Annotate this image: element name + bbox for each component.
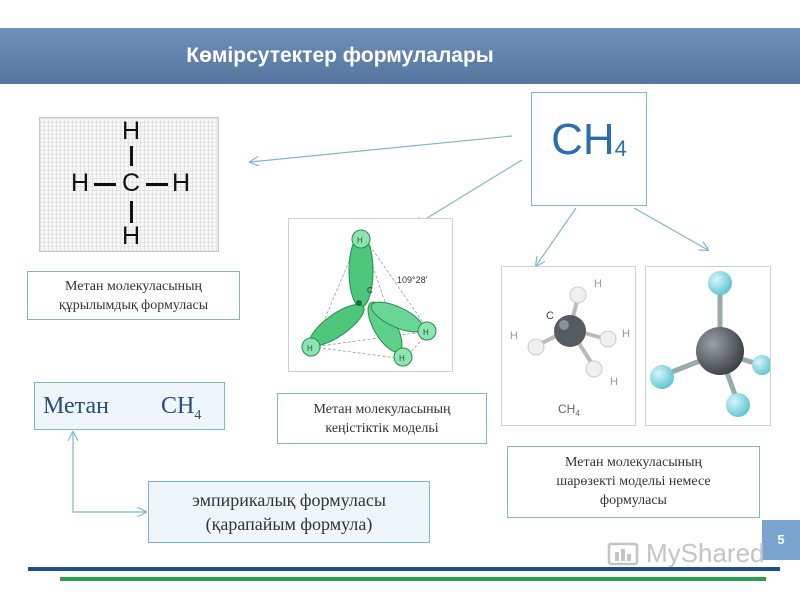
structural-caption: Метан молекуласының құрылымдық формуласы xyxy=(27,271,240,320)
spatial-h-top: H xyxy=(357,236,363,245)
atom-h-right: H xyxy=(171,169,191,197)
arrow-methane-empirical xyxy=(72,446,146,512)
ch4-formula-box: CH4 xyxy=(531,92,647,206)
spatial-angle-label: 109°28' xyxy=(397,275,428,285)
ball-stick-caption-line1: Метан молекуласының xyxy=(564,455,703,470)
bs-c-label: C xyxy=(546,310,554,322)
atom-c-center: C xyxy=(121,169,141,197)
ball-stick-caption: Метан молекуласының шарөзекті модельі не… xyxy=(507,446,760,518)
arrow-to-structural xyxy=(250,135,513,162)
ball-stick-caption-line3: формуласы xyxy=(600,493,667,508)
structural-formula-panel: H H C H H xyxy=(39,117,219,252)
atom-h-left: H xyxy=(70,169,90,197)
ch4-formula: CH4 xyxy=(532,115,646,165)
spatial-h-bottom: H xyxy=(399,354,405,363)
watermark-text: MyShared xyxy=(646,538,765,568)
bond-bottom xyxy=(130,201,133,223)
empirical-line2: (қарапайым формула) xyxy=(205,514,373,534)
methane-word: Метан xyxy=(43,393,109,419)
slide-title: Көмірсутектер формулалары xyxy=(186,44,494,67)
methane-formula: CH4 xyxy=(161,383,201,439)
bs-h-3: H xyxy=(622,328,630,340)
atom-h-top: H xyxy=(121,117,141,145)
spatial-model-panel: H H H H C 109°28' xyxy=(288,218,453,372)
ch4-subscript: 4 xyxy=(614,136,627,161)
bond-right xyxy=(146,183,168,186)
arrow-to-spatial xyxy=(414,159,523,226)
empirical-line1: эмпирикалық формуласы xyxy=(192,490,386,510)
ball-stick-graphic-2 xyxy=(650,271,772,417)
ball-stick-model-3d xyxy=(645,266,772,426)
structural-caption-line1: Метан молекуласының xyxy=(64,279,203,294)
bs-h-2: H xyxy=(510,330,518,342)
header-bar xyxy=(0,28,800,84)
orbital-model-graphic: H H H H C 109°28' xyxy=(301,229,437,367)
spatial-h-right: H xyxy=(423,328,429,337)
ball-stick-caption-line2: шарөзекті модельі немесе xyxy=(556,474,711,489)
footer-line-blue xyxy=(28,567,780,571)
spatial-caption-line2: кеңістіктік модельі xyxy=(325,421,439,436)
ch4-main: CH xyxy=(551,115,615,164)
spatial-c-label: C xyxy=(367,286,373,295)
empirical-formula-box: эмпирикалық формуласы (қарапайым формула… xyxy=(148,481,430,543)
structural-caption-line2: құрылымдық формуласы xyxy=(58,298,209,313)
ball-stick-graphic-1: C H H H H CH4 xyxy=(510,278,630,418)
bs-formula: CH4 xyxy=(558,402,580,418)
bond-left xyxy=(94,183,116,186)
page-number: 5 xyxy=(762,520,800,560)
atom-h-bottom: H xyxy=(121,222,141,250)
arrow-to-ball-stick-2 xyxy=(633,207,708,250)
spatial-h-left: H xyxy=(307,344,313,353)
methane-formula-main: CH xyxy=(161,393,195,419)
bs-h-4: H xyxy=(610,376,618,388)
ball-stick-model-labeled: C H H H H CH4 xyxy=(501,266,636,426)
footer-line-green xyxy=(60,577,766,581)
methane-formula-sub: 4 xyxy=(194,407,202,423)
bond-top xyxy=(130,146,133,166)
spatial-caption-line1: Метан молекуласының xyxy=(313,402,451,417)
methane-formula-box: Метан CH4 xyxy=(34,382,225,430)
arrow-to-ball-stick-1 xyxy=(536,207,577,266)
bs-h-1: H xyxy=(594,278,602,290)
watermark-icon xyxy=(607,540,641,573)
spatial-caption: Метан молекуласының кеңістіктік модельі xyxy=(277,393,487,444)
